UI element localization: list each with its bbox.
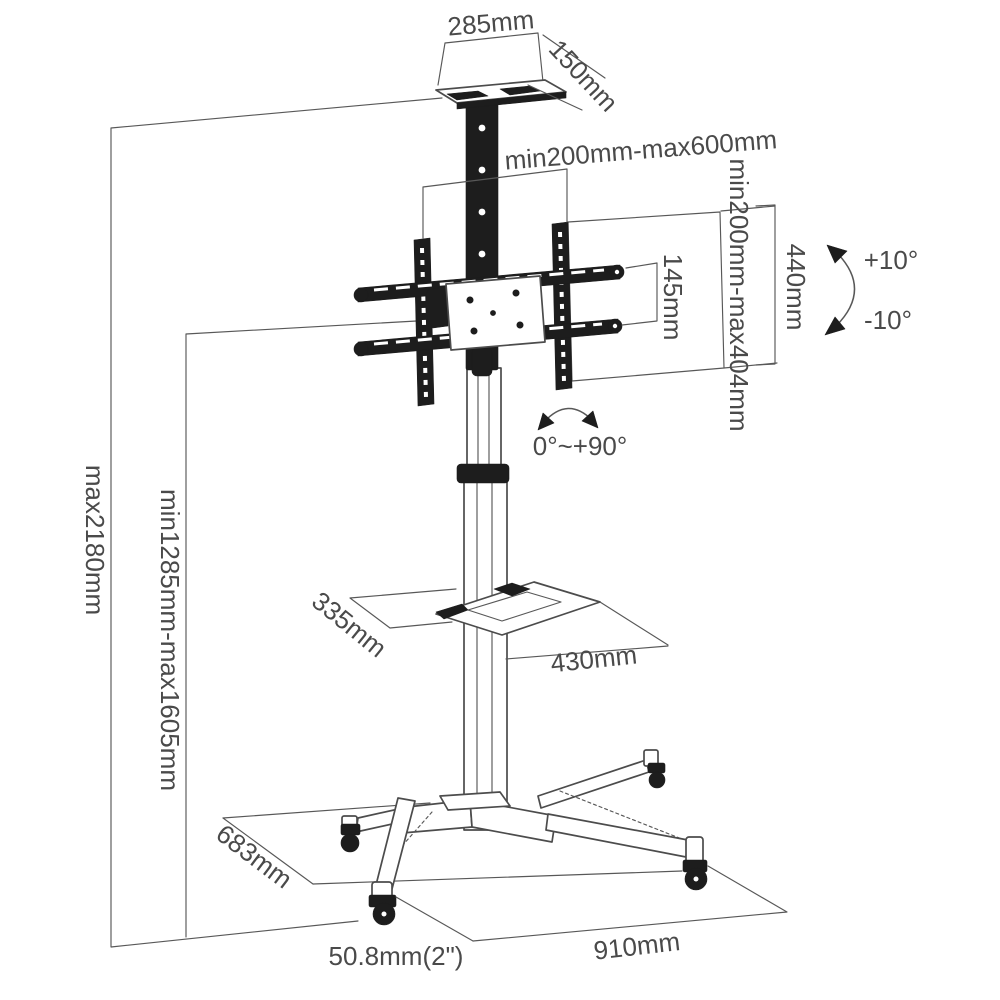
label-bracket-height: 440mm bbox=[781, 244, 811, 331]
column-hole bbox=[478, 250, 486, 258]
tilt-annotation: +10° -10° bbox=[824, 244, 919, 336]
vesa-hole bbox=[470, 327, 478, 335]
base-hub bbox=[439, 791, 511, 811]
center-column bbox=[456, 97, 510, 831]
label-tilt-up: +10° bbox=[864, 245, 919, 275]
label-shelf-depth: 335mm bbox=[306, 585, 392, 663]
top-shelf: 285mm 150mm bbox=[435, 4, 624, 118]
swivel-arrow-right bbox=[581, 410, 599, 429]
column-hole bbox=[478, 166, 486, 174]
front-left-support-rod bbox=[401, 811, 433, 847]
top-shelf-width-outline bbox=[437, 32, 544, 86]
shelf-depth-dimension-line bbox=[349, 588, 457, 629]
caster-leader-line bbox=[395, 896, 474, 942]
base-depth-dimension-line bbox=[222, 817, 314, 885]
base-width-dimension-line bbox=[472, 865, 788, 942]
av-shelf-recess bbox=[467, 591, 562, 622]
front-right-support-rod bbox=[559, 790, 693, 844]
label-caster-size: 50.8mm(2") bbox=[329, 941, 464, 971]
column-hole bbox=[478, 124, 486, 132]
av-shelf-clamp bbox=[493, 582, 531, 597]
rear-right-caster-fork bbox=[647, 762, 666, 774]
floor-front-extension-line bbox=[312, 870, 683, 885]
dim-screen-height-range: min1285mm-max1605mm bbox=[155, 318, 453, 938]
inner-pole bbox=[466, 367, 502, 469]
column-end-knob bbox=[471, 347, 493, 377]
outer-pole bbox=[463, 477, 508, 831]
base bbox=[340, 749, 708, 926]
top-rail-left-cap bbox=[353, 287, 369, 303]
base-beam-right bbox=[469, 799, 557, 843]
label-shelf-width: 430mm bbox=[549, 639, 638, 678]
label-rail-hole-spacing: 145mm bbox=[658, 254, 688, 341]
swivel-annotation: 0°~+90° bbox=[533, 407, 628, 461]
left-rail-slots bbox=[420, 247, 428, 399]
vesa-plate-arm bbox=[425, 285, 449, 329]
top-shelf-pad-left bbox=[446, 90, 489, 101]
dim-base-width: 910mm bbox=[472, 865, 788, 966]
front-left-leg bbox=[375, 797, 416, 890]
label-tilt-down: -10° bbox=[864, 305, 912, 335]
label-bracket-height-range: min200mm-max404mm bbox=[724, 158, 754, 431]
vesa-hole bbox=[466, 296, 474, 304]
label-top-shelf-width: 285mm bbox=[446, 4, 535, 41]
shelf-width-dimension-line bbox=[505, 601, 669, 660]
front-left-caster-hub bbox=[381, 911, 387, 917]
tilt-arc bbox=[835, 253, 856, 327]
label-swivel-range: 0°~+90° bbox=[533, 431, 628, 461]
dim-caster-size: 50.8mm(2") bbox=[329, 896, 474, 971]
dim-shelf-depth: 335mm bbox=[306, 585, 457, 663]
tv-screen-outline bbox=[567, 211, 725, 382]
label-total-height: max2180mm bbox=[80, 465, 110, 615]
label-screen-height-range: min1285mm-max1605mm bbox=[155, 489, 185, 791]
av-shelf bbox=[435, 581, 601, 636]
tilt-arrow-down bbox=[824, 316, 846, 336]
rear-left-caster-wheel bbox=[340, 833, 360, 853]
top-shelf-front-edge bbox=[456, 91, 567, 110]
rear-left-caster-fork bbox=[340, 823, 361, 836]
bottom-rail-left-cap bbox=[353, 341, 369, 357]
dim-rail-hole-spacing: 145mm bbox=[621, 254, 688, 341]
tv-bracket bbox=[353, 221, 625, 407]
screen-height-dimension-line bbox=[185, 318, 453, 938]
bracket-width-dimension-line bbox=[422, 168, 568, 239]
total-height-dimension-line bbox=[110, 97, 443, 948]
front-right-caster-hub bbox=[693, 876, 699, 882]
rear-right-caster-wheel bbox=[648, 771, 666, 789]
right-rail-slots bbox=[558, 231, 566, 383]
swivel-arrow-left bbox=[537, 412, 555, 431]
bracket-height-bracket-line bbox=[755, 204, 776, 366]
vesa-hole bbox=[490, 310, 496, 316]
vesa-hole bbox=[512, 289, 520, 297]
tilt-arrow-up bbox=[826, 244, 848, 264]
vesa-hole bbox=[516, 321, 524, 329]
hole-spacing-dimension-line bbox=[621, 262, 658, 326]
label-top-shelf-depth: 150mm bbox=[543, 34, 624, 118]
cap-highlight bbox=[612, 323, 618, 329]
height-lock-collar bbox=[456, 463, 510, 484]
dim-total-height: max2180mm bbox=[80, 97, 443, 948]
cap-highlight bbox=[614, 269, 620, 275]
front-right-leg bbox=[545, 813, 689, 858]
column-hole bbox=[478, 208, 486, 216]
rear-right-leg bbox=[537, 759, 650, 809]
label-base-width: 910mm bbox=[592, 926, 682, 966]
dim-bracket-height-range: min200mm-max404mm bbox=[720, 158, 778, 432]
dim-bracket-height: 440mm bbox=[755, 204, 811, 366]
top-shelf-depth-lines bbox=[527, 34, 606, 111]
av-shelf-grip-edge bbox=[435, 603, 469, 620]
label-base-depth: 683mm bbox=[211, 818, 298, 894]
